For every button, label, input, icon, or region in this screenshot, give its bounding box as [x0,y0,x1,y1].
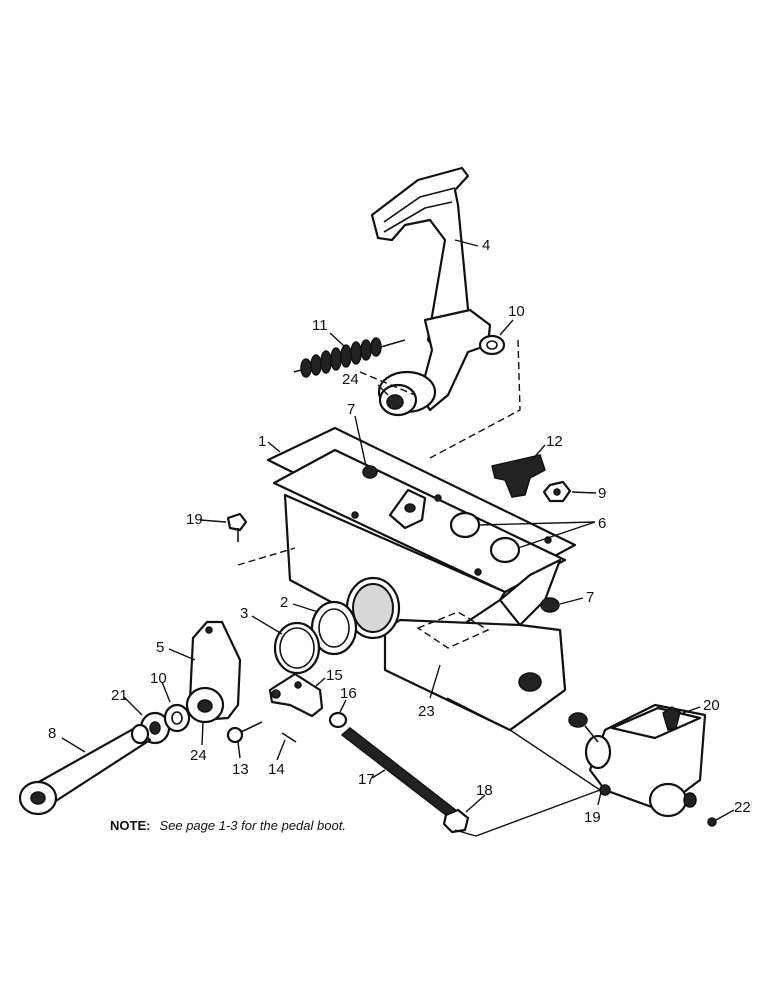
pivot-bracket [185,620,242,724]
note: NOTE: See page 1-3 for the pedal boot. [110,817,346,834]
hex-nut-9 [542,480,572,503]
callout-7-upper: 7 [347,401,355,418]
return-spring [293,337,406,378]
callout-9: 9 [598,485,606,502]
note-label: NOTE: [110,818,150,833]
callout-18: 18 [476,782,493,799]
callout-8: 8 [48,725,56,742]
bleeder-screw [707,817,717,827]
master-cylinder [568,703,707,818]
pedal-bushing-hub [377,370,437,417]
callout-11: 11 [312,317,328,334]
clevis-pin [226,721,297,744]
note-body: See page 1-3 for the pedal boot. [159,818,345,833]
callout-23: 23 [418,703,435,720]
callout-13: 13 [232,761,249,778]
callout-10-upper: 10 [508,303,525,320]
clevis [268,672,324,718]
rubber-bumpers [449,511,521,564]
callout-15: 15 [326,667,343,684]
callout-19-right: 19 [584,809,601,826]
rod-nut-18 [442,808,470,834]
bolt-19-left [226,512,248,542]
seal-rings [273,576,401,675]
callout-6: 6 [598,515,606,532]
callout-2: 2 [280,594,288,611]
callout-24-upper: 24 [342,371,359,388]
callout-5: 5 [156,639,164,656]
jam-nut-16 [328,711,348,729]
callout-22: 22 [734,799,751,816]
callout-3: 3 [240,605,248,622]
callout-16: 16 [340,685,357,702]
callout-17: 17 [358,771,375,788]
callout-12: 12 [546,433,563,450]
callout-14: 14 [268,761,285,778]
washers [139,703,191,745]
callout-19-left: 19 [186,511,203,528]
callout-4: 4 [482,237,490,254]
leader-lines [61,239,735,837]
callout-10-lower: 10 [150,670,167,687]
callout-1: 1 [258,433,266,450]
callout-labels: 4 10 11 24 7 1 12 9 6 19 7 2 3 5 23 15 1… [48,237,751,826]
lock-nuts [362,465,560,613]
note-text: NOTE: See page 1-3 for the pedal boot. [110,817,346,834]
pedal-arm [370,166,506,412]
callout-7-lower: 7 [586,589,594,606]
callout-24-lower: 24 [190,747,207,764]
pedal-stop [491,454,546,498]
callout-21: 21 [111,687,128,704]
callout-20: 20 [703,697,720,714]
pivot-shaft [18,723,152,816]
